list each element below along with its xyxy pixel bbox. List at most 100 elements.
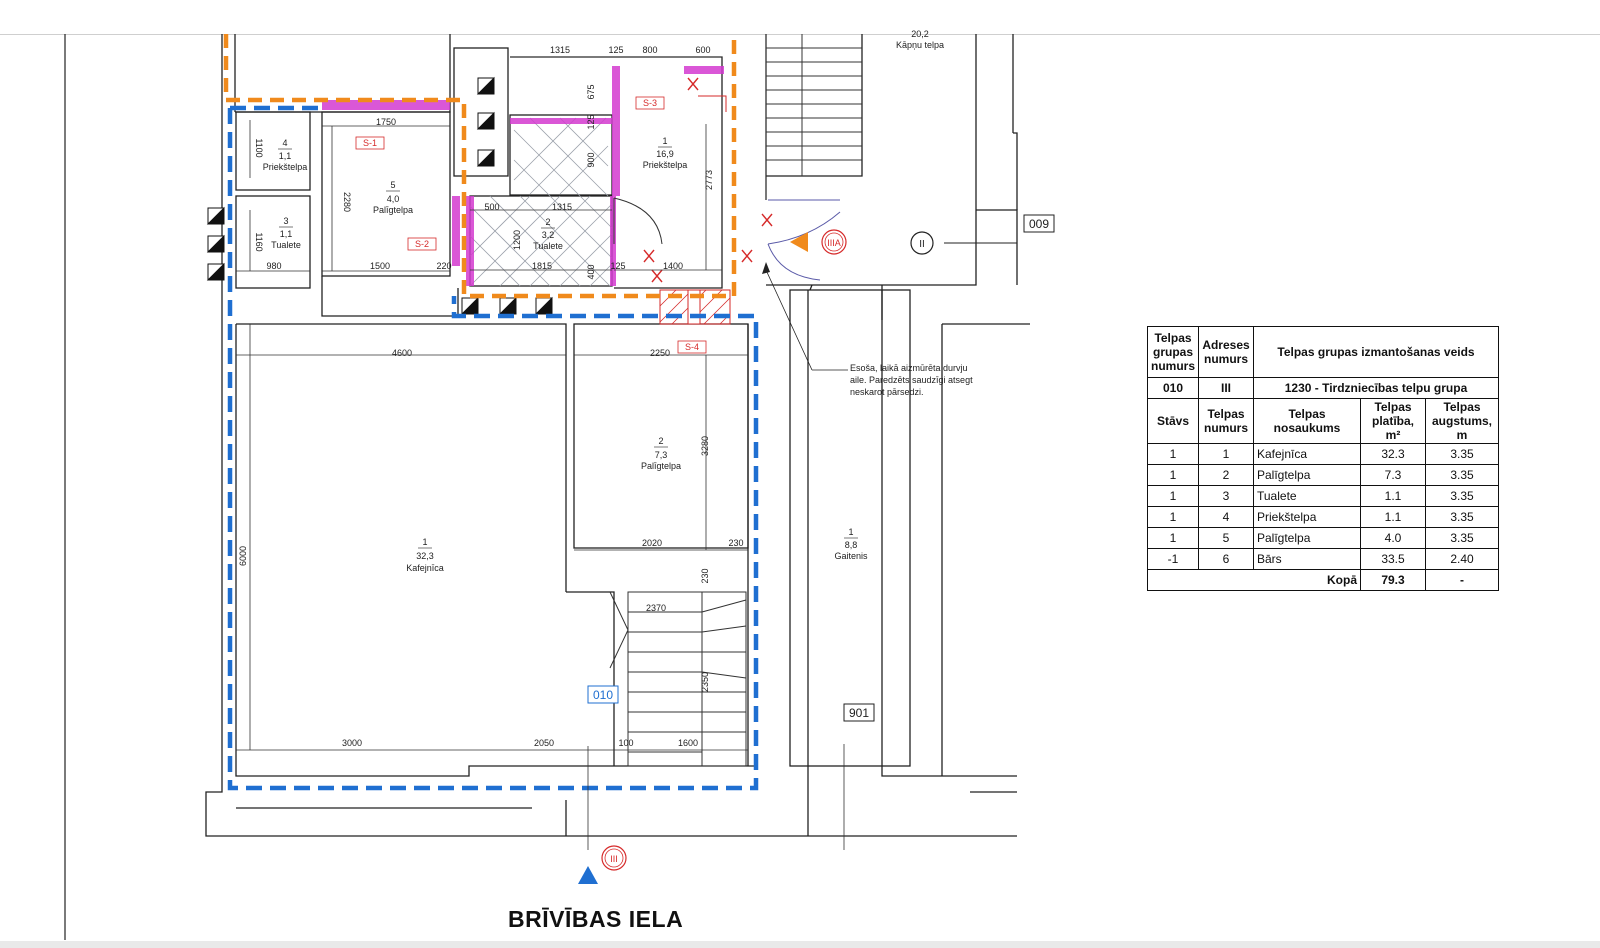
svg-text:4,0: 4,0 — [387, 194, 400, 204]
dim: 3000 — [342, 738, 362, 748]
svg-text:Tualete: Tualete — [271, 240, 301, 250]
svg-text:2: 2 — [658, 436, 663, 446]
hdr-address-number: Adreses numurs — [1198, 326, 1254, 378]
hdr-group-number: Telpas grupas numurs — [1147, 326, 1199, 378]
red-x-marks — [643, 77, 773, 283]
dim: 980 — [266, 261, 281, 271]
svg-text:Kāpņu telpa: Kāpņu telpa — [896, 40, 944, 50]
svg-text:Palīgtelpa: Palīgtelpa — [373, 205, 413, 215]
section-tags: S-1 S-2 S-3 S-4 — [355, 96, 707, 354]
svg-text:1,1: 1,1 — [279, 151, 292, 161]
svg-text:Priekštelpa: Priekštelpa — [643, 160, 688, 170]
dim: 2250 — [650, 348, 670, 358]
dim: 600 — [695, 45, 710, 55]
dim: 500 — [484, 202, 499, 212]
total-label: Kopā — [1147, 569, 1361, 591]
group-boxes: 009 010 901 — [587, 214, 1055, 722]
svg-text:8,8: 8,8 — [845, 540, 858, 550]
section-tag-s4: S-4 — [685, 342, 699, 352]
col-floor: Stāvs — [1147, 398, 1199, 444]
dim: 1750 — [376, 117, 396, 127]
dim: 675 — [586, 84, 596, 99]
dim: 1315 — [552, 202, 572, 212]
svg-text:1,1: 1,1 — [280, 229, 293, 239]
marker-iii: III — [610, 854, 618, 864]
svg-text:4: 4 — [282, 138, 287, 148]
dim: 2280 — [342, 192, 352, 212]
svg-text:Gaitenis: Gaitenis — [834, 551, 868, 561]
vent-symbols — [206, 76, 553, 315]
col-room-name: Telpas nosaukums — [1253, 398, 1361, 444]
browser-top-strip — [0, 0, 1600, 35]
entrance-markers: II IIIA III — [578, 229, 1017, 884]
usage-type: 1230 - Tirdzniecības telpu grupa — [1253, 377, 1499, 399]
marker-iiia: IIIA — [827, 238, 841, 248]
note-line-1: Esoša, laikā aizmūrēta durvju — [850, 363, 968, 373]
entrance-arrow-blue-icon — [578, 866, 598, 884]
svg-text:1: 1 — [422, 537, 427, 547]
stair-bottom — [609, 591, 747, 767]
note: Esoša, laikā aizmūrēta durvju aile. Pare… — [762, 262, 973, 397]
dim: 125 — [610, 261, 625, 271]
dim: 1315 — [550, 45, 570, 55]
street-name: BRĪVĪBAS IELA — [508, 906, 684, 932]
tile-hatch — [469, 117, 613, 287]
svg-text:5: 5 — [390, 180, 395, 190]
col-area: Telpas platība, m² — [1360, 398, 1426, 444]
group-box-009: 009 — [1029, 217, 1049, 231]
dim: 1400 — [663, 261, 683, 271]
dim: 230 — [728, 538, 743, 548]
col-height: Telpas augstums, m — [1425, 398, 1499, 444]
total-height: - — [1425, 569, 1499, 591]
section-tag-s1: S-1 — [363, 138, 377, 148]
dim: 1100 — [254, 138, 264, 157]
svg-text:2: 2 — [545, 217, 550, 227]
col-room-number: Telpas numurs — [1198, 398, 1254, 444]
dim: 400 — [586, 264, 596, 279]
svg-text:Kafejnīca: Kafejnīca — [406, 563, 444, 573]
total-area: 79.3 — [1360, 569, 1426, 591]
entrance-arrow-orange-icon — [790, 232, 808, 252]
dim: 4600 — [392, 348, 412, 358]
dim: 220 — [436, 261, 451, 271]
dim: 125 — [608, 45, 623, 55]
stair-top — [765, 34, 862, 200]
dim: 1500 — [370, 261, 390, 271]
svg-text:Priekštelpa: Priekštelpa — [263, 162, 308, 172]
bottom-strip — [0, 941, 1600, 948]
svg-text:3: 3 — [283, 216, 288, 226]
dim: 100 — [618, 738, 633, 748]
hdr-usage: Telpas grupas izmantošanas veids — [1253, 326, 1499, 378]
svg-text:20,2: 20,2 — [911, 29, 929, 39]
zone-outlines — [223, 34, 759, 791]
svg-text:Tualete: Tualete — [533, 241, 563, 251]
dim: 1600 — [678, 738, 698, 748]
dim: 2020 — [642, 538, 662, 548]
group-number: 010 — [1147, 377, 1199, 399]
dim: 6000 — [238, 546, 248, 566]
dim: 2350 — [700, 672, 710, 692]
new-walls — [322, 66, 724, 286]
dim: 2773 — [704, 170, 714, 190]
dimension-labels: 1315 125 800 600 675 125 900 2773 1750 1… — [238, 45, 744, 748]
note-line-2: aile. Paredzēts saudzīgi atsegt — [850, 375, 973, 385]
marker-ii: II — [919, 239, 925, 250]
room-schedule-table: Telpas grupas numurs Adreses numurs Telp… — [1147, 326, 1499, 591]
dim: 125 — [586, 114, 596, 129]
section-tag-s2: S-2 — [415, 239, 429, 249]
svg-text:3,2: 3,2 — [542, 230, 555, 240]
svg-text:32,3: 32,3 — [416, 551, 434, 561]
svg-text:1: 1 — [662, 136, 667, 146]
dim: 2050 — [534, 738, 554, 748]
